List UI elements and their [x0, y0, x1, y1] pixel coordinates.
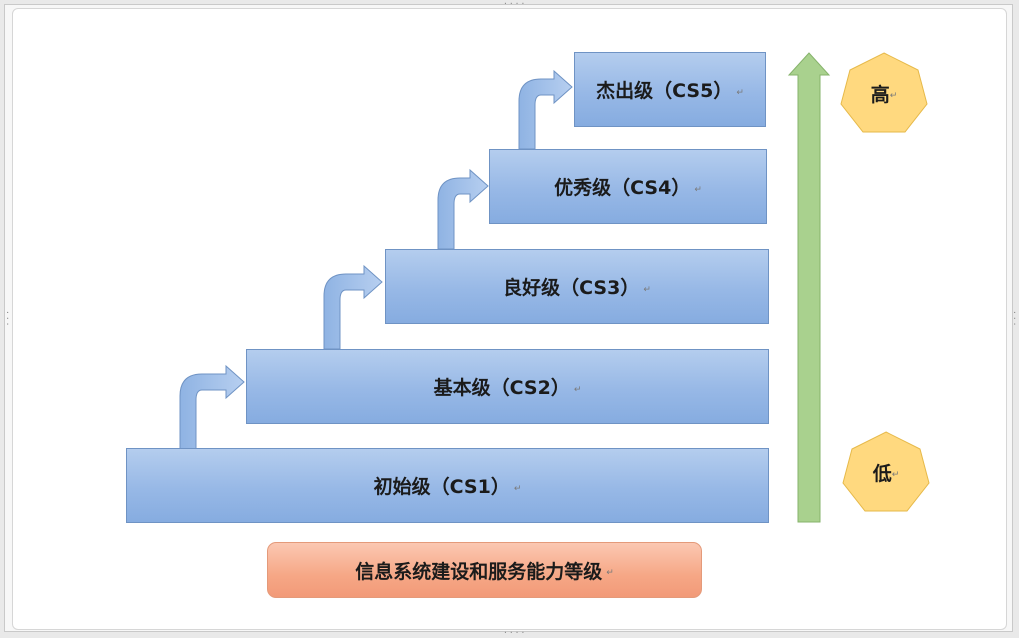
- level-cs4-box[interactable]: 优秀级（CS4）↵: [489, 149, 767, 224]
- level-cs3-box[interactable]: 良好级（CS3）↵: [385, 249, 769, 324]
- resize-handle-right[interactable]: ···: [1010, 310, 1019, 328]
- low-heptagon[interactable]: 低↵: [840, 431, 932, 513]
- step-arrow-4: [518, 69, 573, 150]
- paragraph-mark: ↵: [891, 470, 900, 480]
- step-arrow-1: [179, 364, 245, 450]
- paragraph-mark: ↵: [889, 91, 898, 101]
- increase-arrow: [787, 52, 831, 523]
- heptagon-shape: [840, 52, 928, 133]
- banner-title: 信息系统建设和服务能力等级: [355, 560, 603, 583]
- step-arrow-2: [323, 264, 383, 350]
- resize-handle-left[interactable]: ···: [3, 310, 12, 328]
- resize-handle-bottom[interactable]: ····: [503, 628, 527, 637]
- level-cs3-label: 良好级（CS3）: [503, 277, 640, 299]
- resize-handle-top[interactable]: ····: [503, 0, 527, 8]
- level-cs2-label: 基本级（CS2）: [433, 377, 570, 399]
- level-cs5-label: 杰出级（CS5）: [596, 80, 733, 102]
- level-cs1-label: 初始级（CS1）: [373, 476, 510, 498]
- capability-level-banner[interactable]: 信息系统建设和服务能力等级↵: [267, 542, 702, 598]
- level-cs1-box[interactable]: 初始级（CS1）↵: [126, 448, 769, 523]
- paragraph-mark: ↵: [694, 184, 702, 195]
- level-cs5-box[interactable]: 杰出级（CS5）↵: [574, 52, 766, 127]
- level-cs4-label: 优秀级（CS4）: [554, 177, 691, 199]
- high-label: 高: [870, 83, 890, 106]
- paragraph-mark: ↵: [606, 568, 614, 578]
- paragraph-mark: ↵: [573, 384, 582, 395]
- step-arrow-3: [437, 168, 489, 250]
- step-arrows: [179, 69, 573, 450]
- level-cs2-box[interactable]: 基本级（CS2）↵: [246, 349, 769, 424]
- high-heptagon[interactable]: 高↵: [838, 52, 930, 134]
- paragraph-mark: ↵: [643, 284, 651, 295]
- heptagon-shape: [842, 431, 930, 512]
- paragraph-mark: ↵: [736, 87, 744, 98]
- low-label: 低: [872, 462, 892, 485]
- paragraph-mark: ↵: [513, 483, 522, 494]
